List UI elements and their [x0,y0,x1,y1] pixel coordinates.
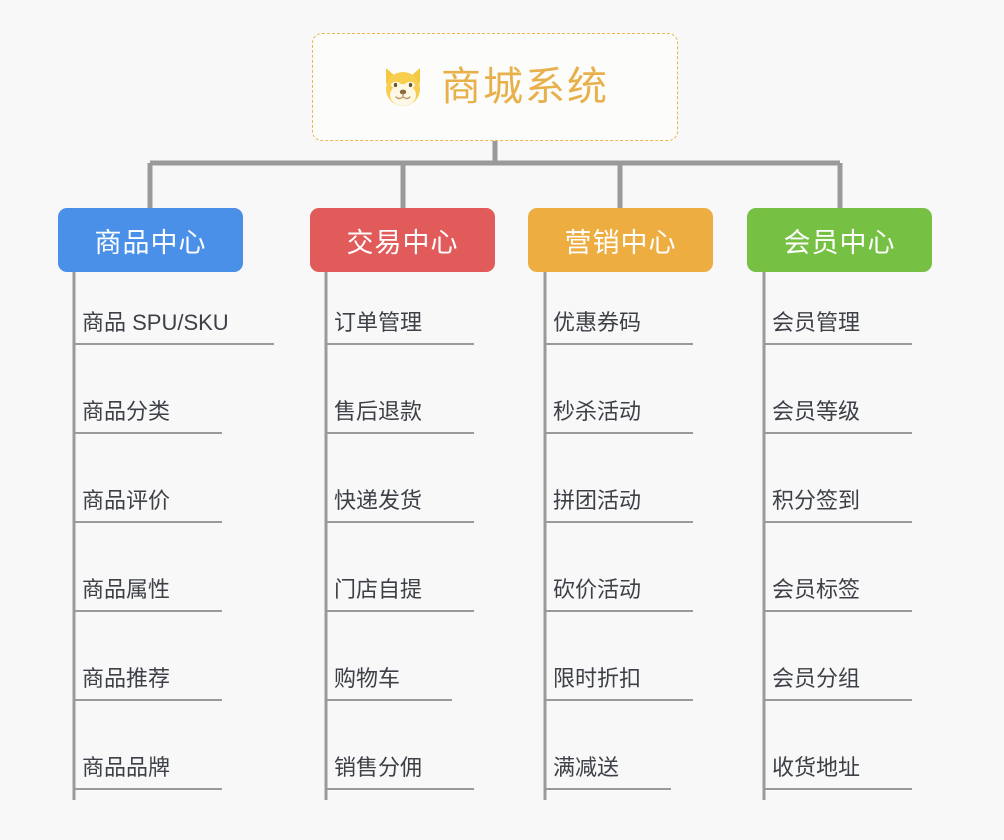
leaf-item[interactable]: 收货地址 [764,757,912,790]
leaf-label: 拼团活动 [553,488,642,513]
leaf-item[interactable]: 拼团活动 [545,490,693,523]
leaf-item[interactable]: 销售分佣 [326,757,474,790]
leaf-item[interactable]: 限时折扣 [545,668,693,701]
leaf-label: 商品推荐 [82,666,171,691]
leaf-item[interactable]: 商品分类 [74,401,222,434]
leaf-item[interactable]: 积分签到 [764,490,912,523]
leaf-item[interactable]: 砍价活动 [545,579,693,612]
leaf-item[interactable]: 会员等级 [764,401,912,434]
leaf-label: 会员分组 [772,666,861,691]
leaf-item[interactable]: 商品品牌 [74,757,222,790]
leaf-item[interactable]: 商品评价 [74,490,222,523]
leaf-label: 商品属性 [82,577,171,602]
category-label: 交易中心 [346,227,459,258]
leaf-item[interactable]: 商品推荐 [74,668,222,701]
leaf-item[interactable]: 商品属性 [74,579,222,612]
leaf-label: 门店自提 [334,577,423,602]
leaf-item[interactable]: 会员分组 [764,668,912,701]
dog-face-icon [381,64,427,110]
category-header-trade-center[interactable]: 交易中心 [310,208,495,272]
leaf-label: 秒杀活动 [553,399,642,424]
leaf-label: 积分签到 [772,488,861,513]
leaf-item[interactable]: 满减送 [545,757,671,790]
leaf-item[interactable]: 购物车 [326,668,452,701]
leaf-label: 售后退款 [334,399,423,424]
leaf-item[interactable]: 会员管理 [764,312,912,345]
category-label: 商品中心 [94,227,207,258]
leaf-label: 购物车 [334,666,401,691]
category-header-member-center[interactable]: 会员中心 [747,208,932,272]
leaf-item[interactable]: 会员标签 [764,579,912,612]
leaf-item[interactable]: 订单管理 [326,312,474,345]
leaf-label: 砍价活动 [553,577,642,602]
leaf-label: 商品 SPU/SKU [82,310,229,335]
leaf-item[interactable]: 快递发货 [326,490,474,523]
leaf-label: 满减送 [553,755,620,780]
leaf-label: 会员管理 [772,310,861,335]
root-title: 商城系统 [441,65,609,109]
leaf-label: 收货地址 [772,755,861,780]
leaf-item[interactable]: 商品 SPU/SKU [74,312,274,345]
leaf-label: 商品品牌 [82,755,171,780]
leaf-item[interactable]: 秒杀活动 [545,401,693,434]
leaf-label: 会员等级 [772,399,861,424]
leaf-label: 商品分类 [82,399,171,424]
category-header-marketing-center[interactable]: 营销中心 [528,208,713,272]
category-header-product-center[interactable]: 商品中心 [58,208,243,272]
leaf-label: 会员标签 [772,577,861,602]
leaf-label: 销售分佣 [334,755,423,780]
leaf-label: 订单管理 [334,310,423,335]
category-label: 会员中心 [783,227,896,258]
leaf-item[interactable]: 售后退款 [326,401,474,434]
leaf-label: 快递发货 [334,488,423,513]
leaf-item[interactable]: 优惠券码 [545,312,693,345]
leaf-label: 商品评价 [82,488,171,513]
leaf-label: 限时折扣 [553,666,642,691]
root-node[interactable]: 商城系统 [312,33,678,141]
leaf-label: 优惠券码 [553,310,642,335]
leaf-item[interactable]: 门店自提 [326,579,474,612]
category-label: 营销中心 [564,227,677,258]
